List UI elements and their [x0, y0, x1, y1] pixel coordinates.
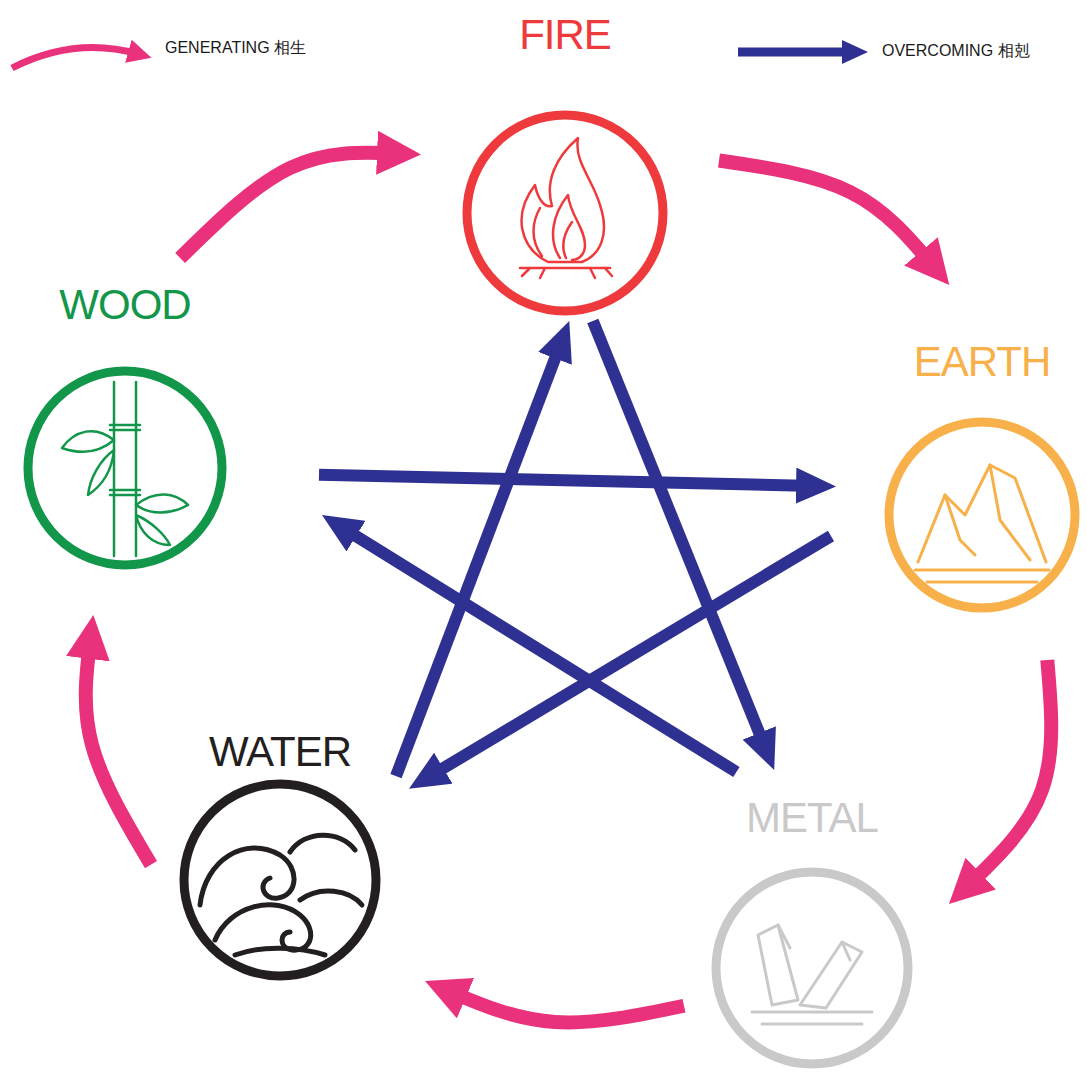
bamboo-leaf — [136, 515, 170, 545]
flame-base — [520, 267, 610, 270]
generating-arrow — [719, 160, 934, 266]
bamboo-icon — [62, 382, 188, 556]
element-circle-svg — [23, 366, 227, 570]
element-circle-box — [179, 779, 381, 981]
mountain-base — [915, 570, 1049, 582]
legend-overcoming-sample — [738, 48, 852, 57]
generating-arrow — [86, 639, 151, 865]
element-circle-svg — [711, 867, 913, 1069]
flame-outline — [522, 138, 604, 262]
flame-inner — [553, 195, 585, 260]
crystal — [800, 942, 862, 1008]
bamboo-joints — [110, 425, 140, 495]
element-circle-box — [711, 867, 913, 1069]
element-name: METAL — [707, 794, 917, 842]
element-node: WOOD — [19, 281, 231, 570]
crystal — [758, 925, 798, 1005]
legend-label: GENERATING 相生 — [165, 39, 306, 56]
element-circle — [716, 872, 908, 1064]
overcoming-arrow — [428, 536, 831, 777]
element-node: METAL — [707, 794, 917, 1069]
bamboo-leaf — [88, 450, 114, 495]
mountain-ridge — [945, 465, 1030, 560]
flame-sparks — [522, 268, 612, 278]
overcoming-arrow — [593, 321, 766, 750]
element-circle — [28, 371, 222, 565]
element-circle-svg — [462, 110, 668, 316]
flame-inner — [563, 222, 572, 258]
element-circle-box — [23, 366, 227, 570]
wave-crest — [290, 835, 355, 852]
element-node: EARTH — [880, 338, 1084, 613]
element-circle-box — [462, 110, 668, 316]
element-name: FIRE — [458, 11, 672, 59]
wave-icon — [200, 835, 362, 955]
legend-entry: OVERCOMING 相剋 — [882, 41, 1030, 61]
legend-entry: GENERATING 相生 — [165, 38, 306, 58]
legend-label: OVERCOMING 相剋 — [882, 42, 1030, 59]
flame-inner — [534, 208, 543, 256]
bamboo-stalk — [114, 382, 136, 556]
bamboo-leaf — [62, 431, 114, 452]
element-circle — [467, 115, 663, 311]
element-circle — [889, 422, 1075, 608]
generating-arrow — [966, 660, 1051, 887]
wave-curl — [215, 905, 311, 950]
element-node: WATER — [175, 728, 385, 981]
legend-generating-sample — [12, 48, 138, 68]
mountain-outline — [918, 465, 1046, 562]
crystal-icon — [752, 925, 872, 1024]
element-circle-svg — [884, 417, 1080, 613]
element-circle-svg — [179, 779, 381, 981]
overcoming-arrow — [319, 475, 814, 486]
generating-arrow — [180, 153, 397, 258]
overcoming-arrow — [396, 342, 561, 777]
flame-icon — [520, 138, 612, 278]
wave-crest — [300, 891, 362, 905]
mountain-icon — [915, 465, 1049, 582]
element-name: WATER — [175, 728, 385, 776]
bamboo-leaf — [136, 494, 188, 512]
crystal-facet — [778, 925, 850, 960]
wave-crest — [235, 948, 325, 955]
element-name: WOOD — [19, 281, 231, 329]
element-node: FIRE — [458, 11, 672, 316]
element-circle-box — [884, 417, 1080, 613]
overcoming-arrow — [341, 527, 737, 772]
generating-arrow — [447, 990, 684, 1022]
element-name: EARTH — [880, 338, 1084, 386]
crystal-base — [752, 1012, 872, 1024]
element-circle — [184, 784, 376, 976]
wave-curl — [200, 848, 294, 905]
